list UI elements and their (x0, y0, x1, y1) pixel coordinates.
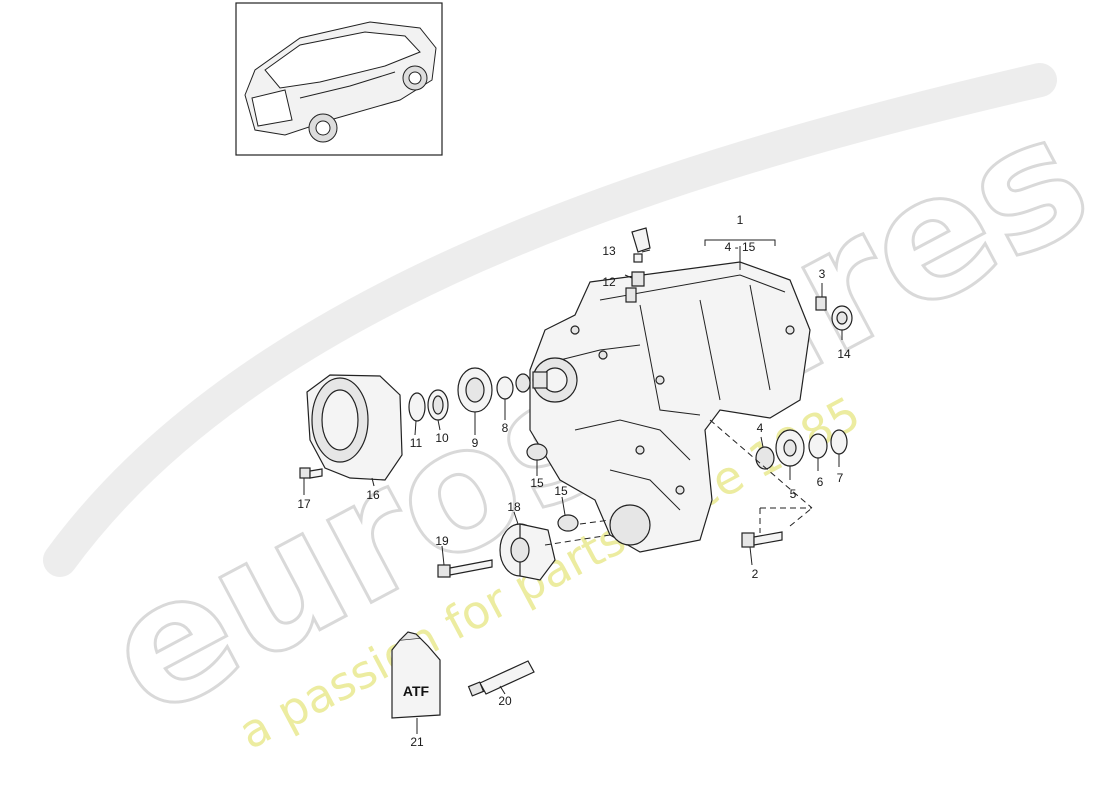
callout-5: 5 (790, 487, 797, 501)
leader-lines (303, 239, 843, 734)
front-cover-part (306, 374, 403, 481)
callout-20: 20 (498, 694, 512, 708)
callout-15-lower: 15 (554, 484, 568, 498)
right-seal-parts (815, 296, 853, 331)
callout-21: 21 (410, 735, 424, 749)
callout-12: 12 (602, 275, 616, 289)
vehicle-thumbnail (235, 2, 443, 156)
callout-4: 4 (757, 421, 764, 435)
callout-13: 13 (602, 244, 616, 258)
callout-15-upper: 15 (530, 476, 544, 490)
atf-container-part: ATF (391, 631, 441, 719)
callout-8: 8 (502, 421, 509, 435)
callout-1: 1 (737, 213, 744, 227)
input-shaft-parts (408, 367, 531, 422)
callout-1-range: 4 - 15 (725, 240, 756, 254)
callout-9: 9 (472, 436, 479, 450)
vent-plug-part (631, 227, 651, 287)
assembly-guide-lines (544, 419, 813, 546)
callout-10: 10 (435, 431, 449, 445)
transfer-case-housing (529, 261, 811, 553)
callout-17: 17 (297, 497, 311, 511)
callout-2: 2 (752, 567, 759, 581)
callout-18: 18 (507, 500, 521, 514)
bolt-parts (299, 467, 783, 578)
callout-14: 14 (837, 347, 851, 361)
callout-16: 16 (366, 488, 380, 502)
atf-label: ATF (403, 683, 430, 699)
output-shaft-parts (755, 429, 848, 470)
coupling-part (499, 523, 556, 581)
callout-11: 11 (410, 436, 423, 450)
bush-parts (526, 443, 579, 532)
callout-6: 6 (817, 475, 824, 489)
sealant-tube-part (467, 660, 535, 697)
callout-7: 7 (837, 471, 844, 485)
callout-labels: 1 4 - 15 2 3 4 5 6 7 8 9 10 11 12 13 14 … (297, 213, 851, 749)
callout-3: 3 (819, 267, 826, 281)
callout-19: 19 (435, 534, 449, 548)
